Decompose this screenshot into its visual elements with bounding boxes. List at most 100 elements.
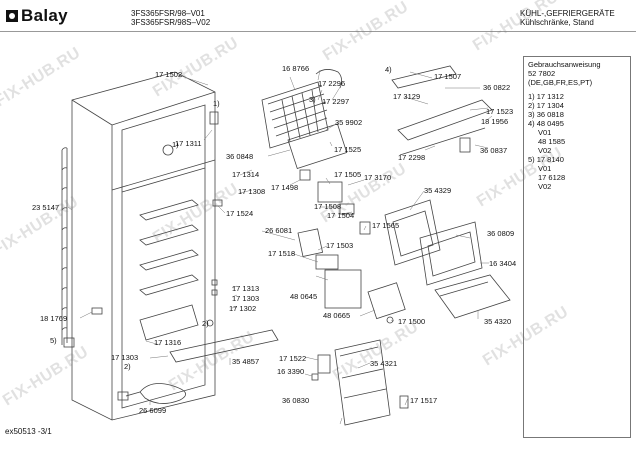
part-label: 17 1505 [334, 170, 362, 179]
screw-part [211, 289, 218, 296]
sidebar-item: V02 [538, 146, 552, 155]
part-label: 26 6099 [139, 406, 167, 415]
shelf [139, 249, 199, 271]
part-label: 17 1500 [398, 317, 426, 326]
part-label: 17 1508 [314, 202, 342, 211]
logo-mark-icon [6, 10, 18, 22]
cabinet-front-edge [71, 91, 216, 420]
shelf [139, 199, 199, 221]
part-label: 35 4321 [370, 359, 398, 368]
part-label: 17 1503 [326, 241, 354, 250]
part-label: 18 1769 [40, 314, 68, 323]
part-label: 18 1956 [481, 117, 509, 126]
pcb-part [367, 282, 406, 320]
sidebar-item: 5) 17 8140 [528, 155, 564, 164]
instructions-title: Gebrauchsanweisung [528, 60, 601, 69]
part-label: 35 4320 [484, 317, 512, 326]
part-label: 48 0665 [323, 311, 351, 320]
part-label: 16 3404 [489, 259, 517, 268]
part-label: 17 1314 [232, 170, 260, 179]
door-shelf [434, 274, 511, 319]
callout-marker: 2) [124, 362, 131, 371]
part-label: 17 1502 [155, 70, 183, 79]
leveling-foot [63, 337, 75, 348]
brand-name: Balay [21, 6, 68, 25]
instructions-number: 52 7802 [528, 69, 556, 78]
part-label: 17 1524 [226, 209, 254, 218]
part-label: 36 0809 [487, 229, 515, 238]
sidebar-item: 17 6128 [538, 173, 566, 182]
callout-marker: 4) [385, 65, 392, 74]
shelf [139, 224, 199, 246]
part-label: 36 0822 [483, 83, 511, 92]
bracket-part [339, 203, 355, 215]
part-label: 17 1525 [334, 145, 362, 154]
part-label: 17 1507 [434, 72, 462, 81]
part-label: 26 6081 [265, 226, 293, 235]
condenser-coil [61, 147, 68, 345]
hinge-part [212, 199, 223, 207]
part-label: 17 1565 [372, 221, 400, 230]
switch-part [459, 137, 471, 153]
callout-marker: 5) [50, 336, 57, 345]
part-label: 17 1523 [486, 107, 514, 116]
callout-marker: 2) [202, 319, 209, 328]
fan-housing [317, 181, 343, 203]
control-bar [397, 99, 493, 141]
shelf [139, 274, 199, 296]
sidebar-item: 1) 17 1312 [528, 92, 564, 101]
part-label: 36 0848 [226, 152, 254, 161]
part-label: 17 1316 [154, 338, 182, 347]
plug [117, 391, 129, 401]
balay-logo: Balay [6, 6, 68, 26]
part-label: 17 1308 [238, 187, 266, 196]
sidebar-item: V01 [538, 128, 552, 137]
bracket-part [317, 354, 331, 374]
instructions-box: Gebrauchsanweisung 52 7802 (DE,GB,FR,ES,… [523, 56, 631, 438]
door-panel-upper [384, 199, 441, 266]
freezer-divider [111, 159, 216, 193]
relay-part [299, 169, 311, 181]
part-label: 17 1302 [229, 304, 257, 313]
cabinet-outline [71, 71, 216, 421]
capillary-tube [315, 69, 342, 89]
evaporator [261, 81, 329, 149]
part-label: 16 3390 [277, 367, 305, 376]
control-cover [391, 65, 457, 89]
thermostat-knob [209, 111, 219, 125]
callout-marker: 1) [172, 140, 179, 149]
cabinet-inner [121, 104, 206, 409]
part-label: 17 1522 [279, 354, 307, 363]
part-label: 36 0830 [282, 396, 310, 405]
part-label: 17 2297 [322, 97, 350, 106]
door-lower [334, 339, 391, 426]
sidebar-item: 2) 17 1304 [528, 101, 564, 110]
sidebar-item: V02 [538, 182, 552, 191]
connector-part [359, 221, 371, 235]
model-code-1: 3FS365FSR/98–V01 [131, 9, 205, 18]
part-label: 17 2296 [318, 79, 346, 88]
part-label: 35 4857 [232, 357, 260, 366]
power-cord [139, 383, 187, 404]
sidebar-item: 3) 36 0818 [528, 110, 564, 119]
crisper-drawer [139, 304, 199, 341]
kick-plate [169, 329, 279, 363]
part-label: 17 1517 [410, 396, 438, 405]
callout-marker: 3) [309, 95, 316, 104]
part-label: 23 5147 [32, 203, 60, 212]
part-label: 17 2298 [398, 153, 426, 162]
subcategory-title: Kühlschränke, Stand [520, 18, 594, 27]
screw-part [211, 279, 218, 286]
door-panel-lower [419, 221, 483, 286]
part-label: 17 1518 [268, 249, 296, 258]
part-label: 16 8766 [282, 64, 310, 73]
foot-part [399, 395, 409, 409]
rod-part [399, 127, 486, 156]
header-divider [0, 31, 636, 32]
screw-part [206, 319, 214, 327]
document-code: ex50513 -3/1 [5, 427, 52, 436]
evaporator-cover [287, 123, 348, 170]
starter-relay [315, 254, 339, 270]
part-label: 17 3129 [393, 92, 421, 101]
